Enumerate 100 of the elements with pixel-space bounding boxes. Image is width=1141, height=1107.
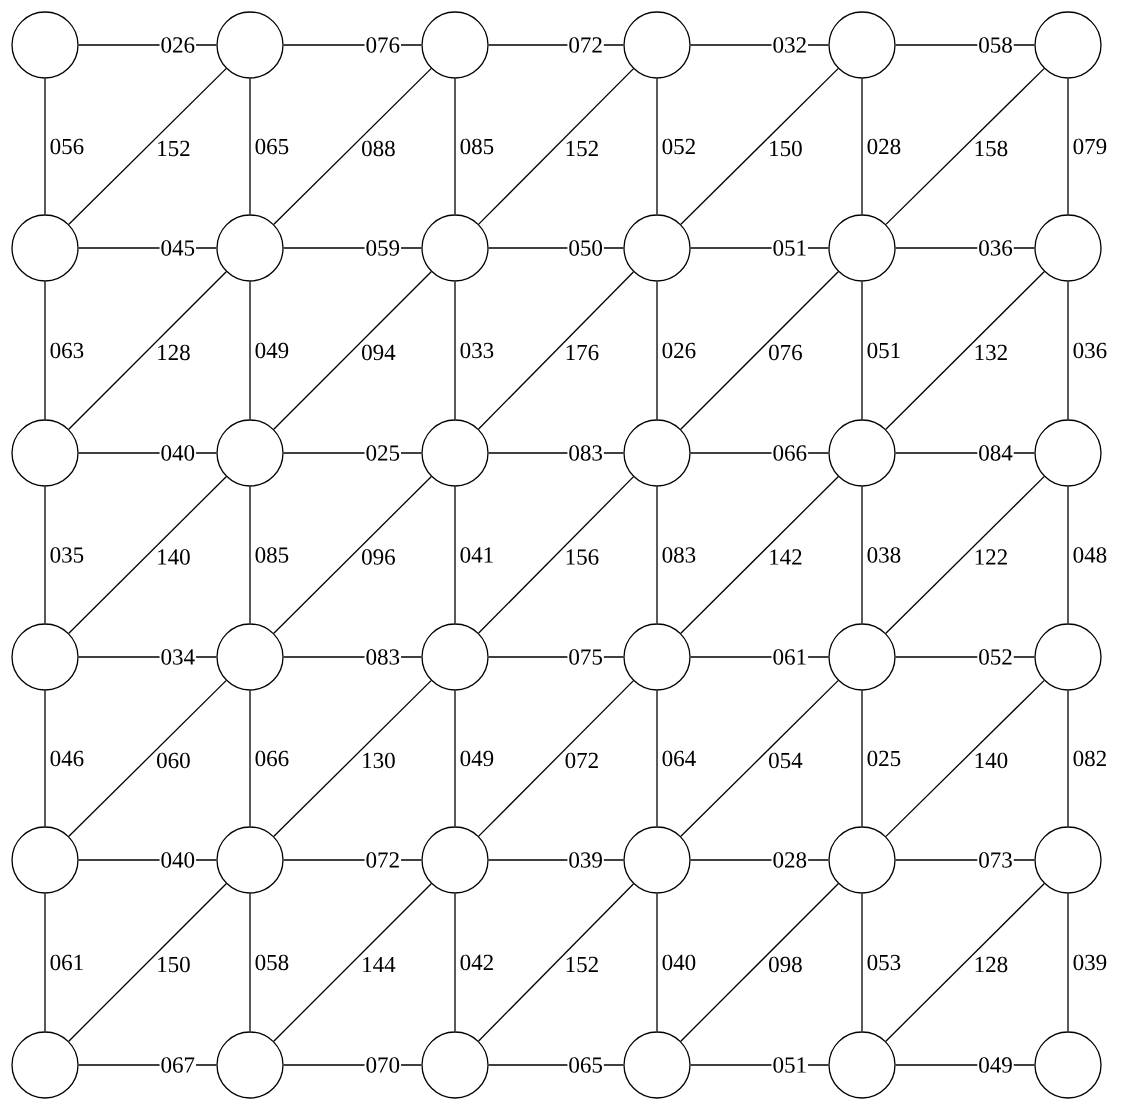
edge-label: 040	[159, 444, 197, 462]
node-circle	[828, 214, 896, 282]
node-circle	[623, 623, 691, 691]
connector-line	[861, 281, 863, 420]
connector-line	[656, 893, 658, 1032]
edge-label: 065	[253, 137, 291, 156]
connector-line	[68, 883, 227, 1042]
edge-label: 096	[360, 548, 397, 566]
edge-label: 176	[563, 343, 601, 362]
edge-label: 051	[771, 1056, 809, 1074]
connector-line	[1067, 486, 1069, 624]
node-circle	[623, 214, 691, 282]
edge-label: 045	[159, 239, 197, 257]
connector-line	[885, 679, 1045, 837]
connector-line	[885, 883, 1045, 1042]
connector-line	[656, 281, 658, 420]
edge-label: 026	[660, 341, 698, 360]
node-circle	[11, 419, 79, 487]
edge-label: 046	[48, 749, 86, 768]
edge-label: 073	[977, 851, 1014, 869]
node-circle	[421, 11, 489, 79]
node-circle	[421, 419, 489, 487]
edge-label: 035	[48, 546, 86, 564]
edge-label: 050	[567, 239, 604, 257]
edge-label: 083	[567, 444, 604, 462]
node-circle	[828, 826, 896, 894]
connector-line	[68, 680, 227, 837]
connector-line	[885, 476, 1045, 634]
edge-label: 128	[155, 343, 192, 362]
edge-label: 026	[159, 36, 197, 54]
edge-label: 052	[660, 137, 698, 156]
edge-label: 083	[364, 648, 402, 666]
connector-line	[680, 476, 839, 634]
edge-label: 028	[865, 137, 903, 156]
node-circle	[11, 11, 79, 79]
edge-label: 150	[155, 955, 192, 974]
node-circle	[1034, 419, 1102, 487]
edge-label: 156	[563, 548, 601, 566]
node-circle	[216, 214, 284, 282]
connector-line	[68, 68, 227, 225]
edge-label: 079	[1071, 137, 1109, 156]
edge-label: 152	[563, 955, 601, 974]
connector-line	[454, 281, 456, 420]
edge-label: 152	[155, 139, 192, 158]
edge-label: 064	[660, 749, 698, 768]
edge-label: 063	[48, 341, 86, 360]
node-circle	[1034, 1031, 1102, 1099]
node-circle	[1034, 11, 1102, 79]
edge-label: 049	[253, 341, 291, 360]
edge-label: 028	[771, 851, 809, 869]
edge-label: 075	[567, 648, 604, 666]
edge-label: 072	[567, 36, 604, 54]
connector-line	[1067, 690, 1069, 827]
connector-line	[680, 883, 839, 1042]
edge-label: 034	[159, 648, 197, 666]
connector-line	[656, 77, 658, 215]
edge-label: 088	[360, 139, 397, 158]
connector-line	[249, 690, 251, 827]
edge-label: 072	[364, 851, 402, 869]
connector-line	[1067, 281, 1069, 420]
edge-label: 025	[865, 749, 903, 768]
connector-line	[44, 486, 46, 624]
node-circle	[421, 214, 489, 282]
node-circle	[421, 623, 489, 691]
connector-line	[861, 690, 863, 827]
edge-label: 060	[155, 751, 192, 770]
connector-line	[656, 486, 658, 624]
connector-line	[273, 476, 432, 634]
node-circle	[1034, 214, 1102, 282]
edge-label: 025	[364, 444, 402, 462]
edge-label: 122	[972, 548, 1010, 566]
node-circle	[1034, 623, 1102, 691]
edge-label: 070	[364, 1056, 402, 1074]
node-circle	[828, 623, 896, 691]
connector-line	[478, 680, 634, 837]
node-circle	[11, 214, 79, 282]
edge-label: 051	[771, 239, 809, 257]
connector-line	[249, 893, 251, 1032]
connector-line	[249, 486, 251, 624]
edge-label: 042	[458, 953, 496, 972]
connector-line	[478, 476, 634, 634]
edge-label: 040	[159, 851, 197, 869]
connector-line	[1067, 893, 1069, 1032]
connector-line	[478, 68, 634, 225]
connector-line	[885, 67, 1045, 225]
connector-line	[454, 690, 456, 827]
edge-label: 049	[458, 749, 496, 768]
edge-label: 033	[458, 341, 496, 360]
connector-line	[249, 281, 251, 420]
edge-label: 098	[767, 955, 804, 974]
edge-label: 052	[977, 648, 1014, 666]
node-circle	[11, 826, 79, 894]
node-circle	[421, 826, 489, 894]
edge-label: 128	[972, 955, 1010, 974]
node-circle	[11, 1031, 79, 1099]
edge-label: 085	[458, 137, 496, 156]
node-circle	[421, 1031, 489, 1099]
edge-label: 158	[972, 139, 1010, 158]
edge-label: 076	[364, 36, 402, 54]
edge-label: 084	[977, 444, 1014, 462]
